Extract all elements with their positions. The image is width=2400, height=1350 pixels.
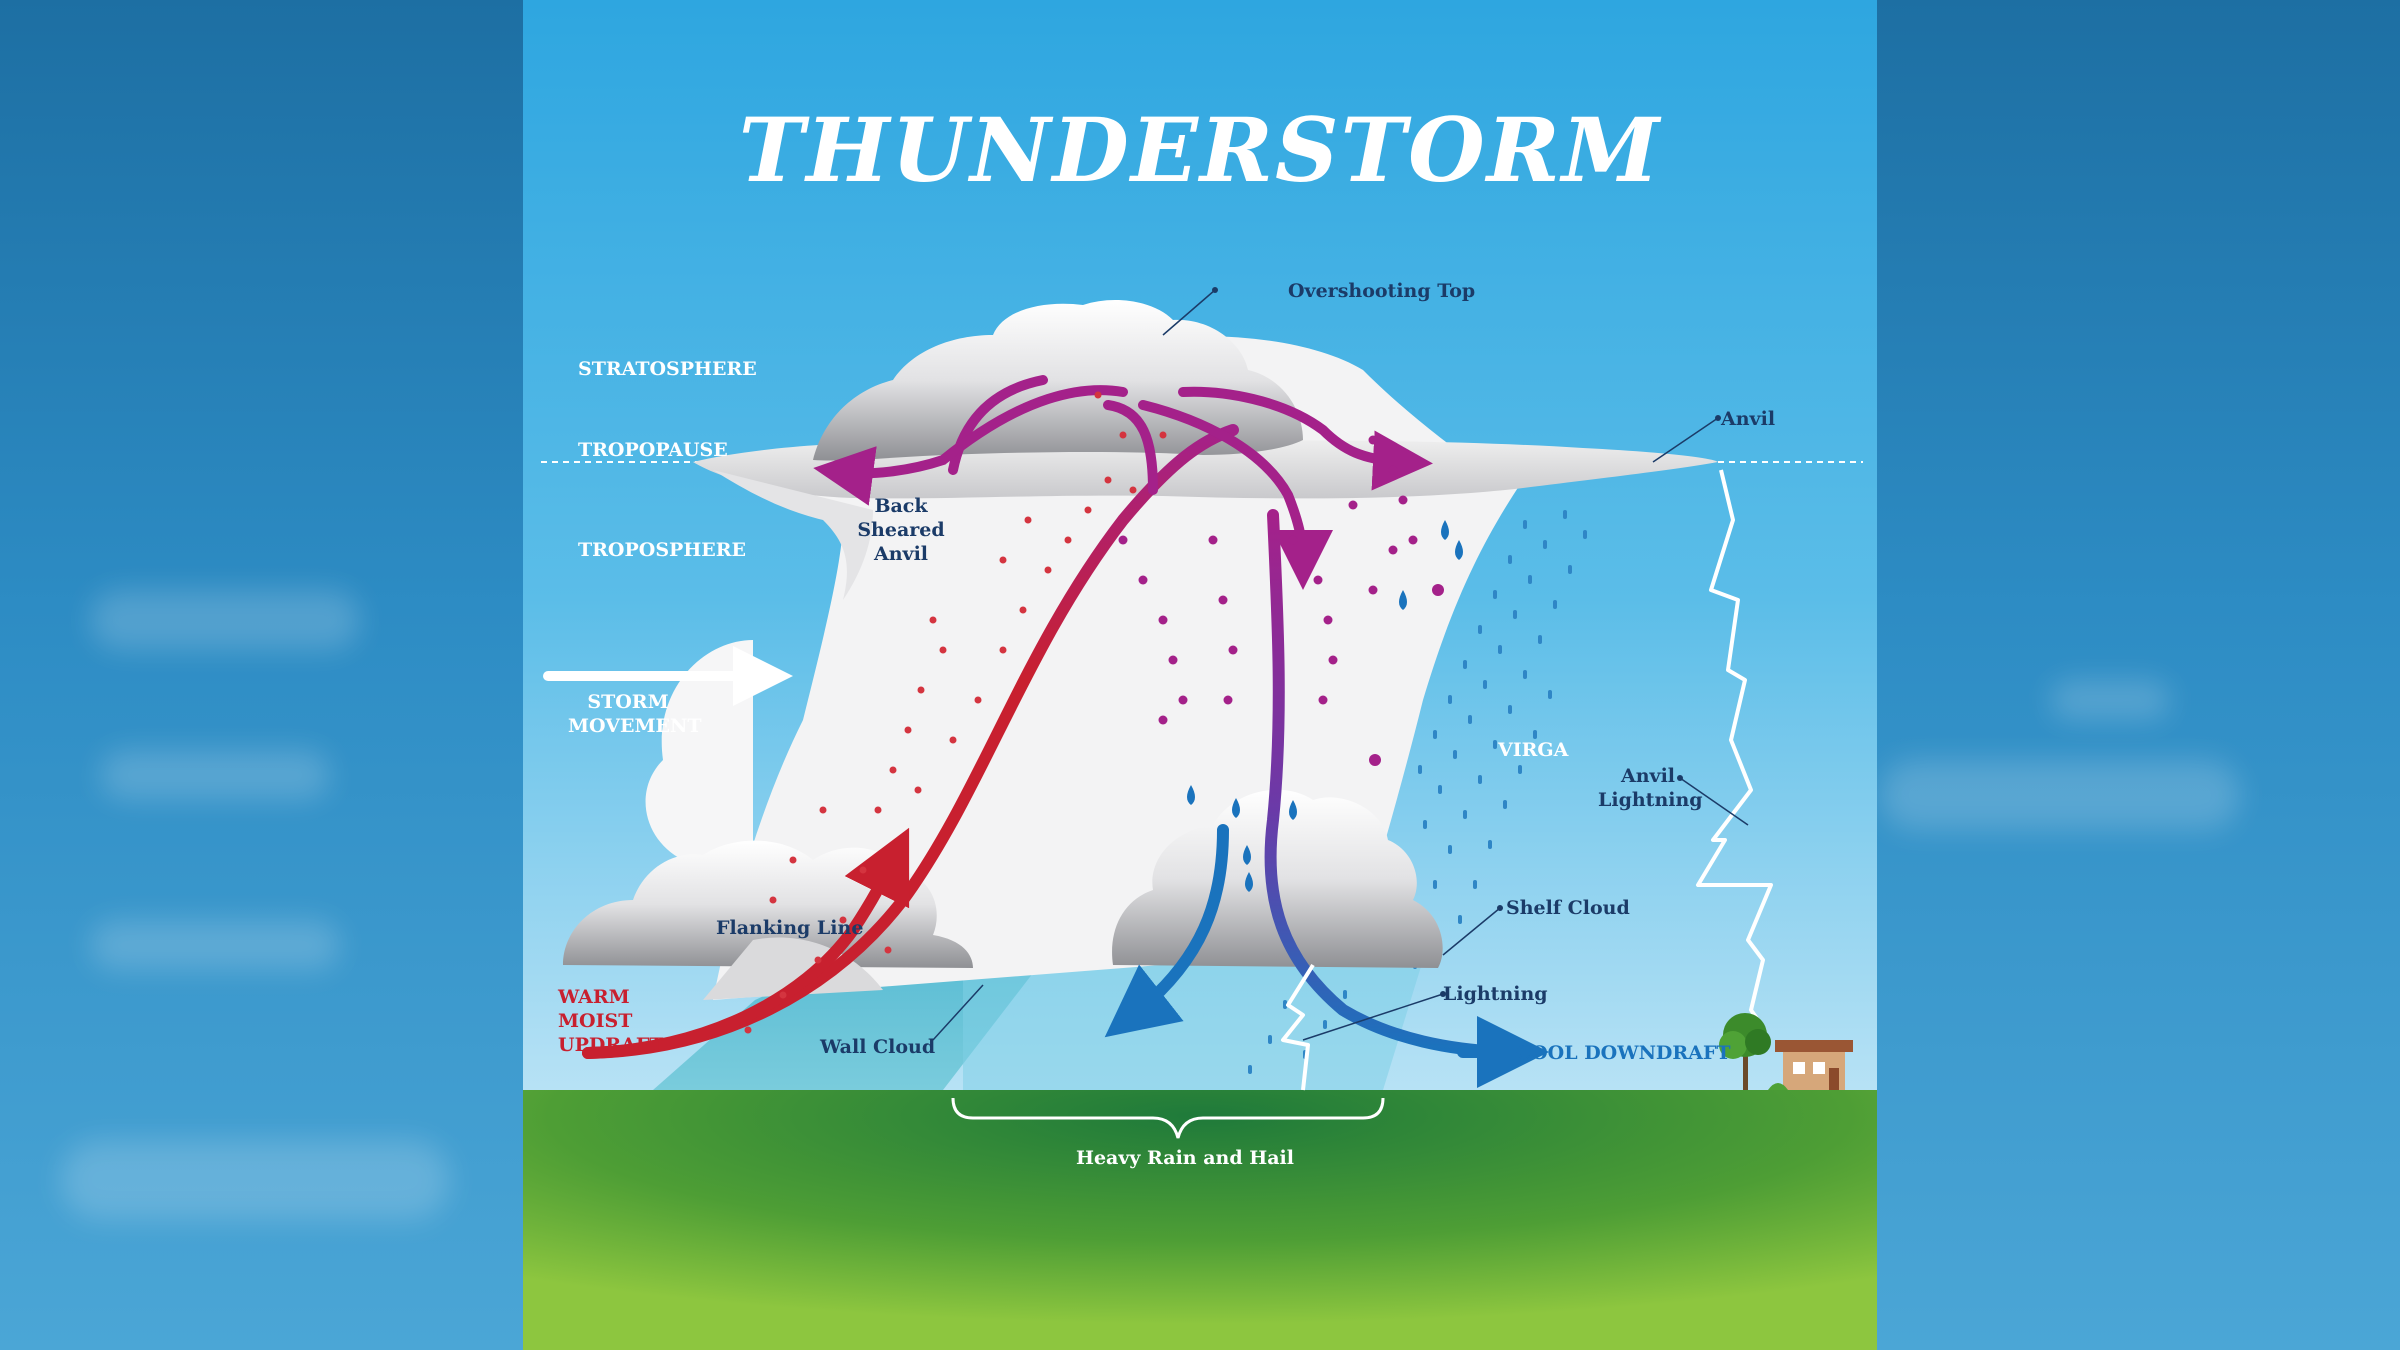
label-flanking-line: Flanking Line bbox=[716, 917, 864, 939]
label-stratosphere: STRATOSPHERE bbox=[578, 358, 757, 380]
heavy-rain-shaft bbox=[653, 960, 1043, 1090]
outflow-top-loop bbox=[1103, 400, 1158, 495]
label-troposphere: TROPOSPHERE bbox=[578, 539, 747, 561]
label-cool-downdraft: COOL DOWNDRAFT bbox=[1516, 1042, 1731, 1064]
rain-shaft-right bbox=[963, 960, 1423, 1090]
label-tropopause: TROPOPAUSE bbox=[578, 439, 728, 461]
label-virga: VIRGA bbox=[1498, 739, 1569, 761]
label-wall-cloud: Wall Cloud bbox=[820, 1036, 936, 1058]
label-overshooting-top: Overshooting Top bbox=[1288, 280, 1476, 302]
label-back-sheared-anvil: Back Sheared Anvil bbox=[857, 495, 945, 565]
thunderstorm-diagram: THUNDERSTORM STRATOSPHERE TROPOPAUSE TRO… bbox=[523, 0, 1877, 1350]
tree bbox=[1719, 1013, 1771, 1090]
label-lightning: Lightning bbox=[1443, 983, 1548, 1005]
outflow-right-arrow bbox=[1178, 386, 1433, 491]
label-heavy-rain-and-hail: Heavy Rain and Hail bbox=[1076, 1147, 1294, 1169]
central-downdraft bbox=[1264, 509, 1509, 1058]
raindrops bbox=[1187, 520, 1463, 892]
house bbox=[1768, 1040, 1853, 1090]
updraft-lower-arrow bbox=[582, 827, 910, 1059]
diagram-artwork bbox=[523, 0, 1877, 1350]
leader-dots bbox=[1212, 287, 1721, 997]
outflow-down-arrow bbox=[1138, 400, 1333, 590]
label-anvil: Anvil bbox=[1721, 408, 1776, 430]
heavy-rain-brace bbox=[951, 1097, 1385, 1139]
label-shelf-cloud: Shelf Cloud bbox=[1506, 897, 1630, 919]
label-anvil-lightning: Anvil Lightning bbox=[1598, 765, 1703, 811]
body-left-puff bbox=[645, 640, 753, 860]
label-warm-moist-updraft: WARM MOIST UPDRAFT bbox=[558, 986, 664, 1056]
diagram-title: THUNDERSTORM bbox=[738, 98, 1662, 202]
virga-rain bbox=[1248, 510, 1587, 1074]
downdraft-left-arrow bbox=[1104, 824, 1229, 1038]
lightning-bolt bbox=[1281, 963, 1315, 1091]
anvil-lightning-bolt bbox=[1696, 469, 1773, 1022]
precipitation-dots bbox=[744, 391, 1444, 1034]
ground bbox=[523, 1090, 1877, 1350]
label-storm-movement: STORM MOVEMENT bbox=[568, 691, 702, 737]
leader-lines bbox=[932, 289, 1749, 1041]
outflow-left-arrow bbox=[813, 385, 1128, 506]
